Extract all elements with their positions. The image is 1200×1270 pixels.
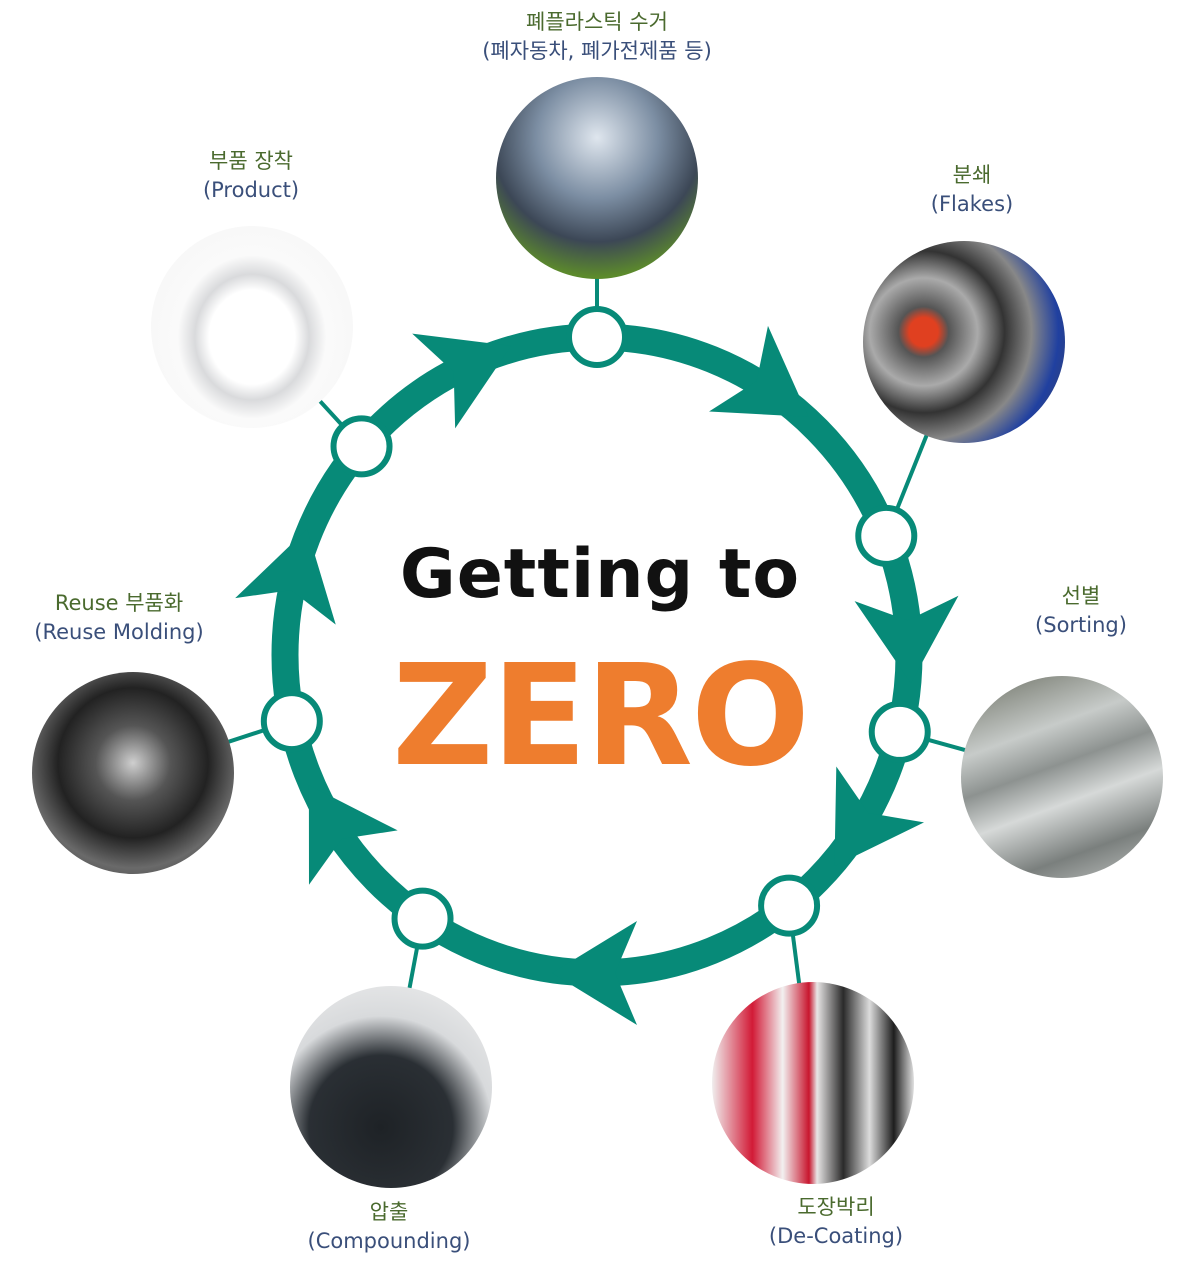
- step-node: [758, 874, 821, 937]
- label-en: (Flakes): [930, 192, 1014, 216]
- label-ko: 폐플라스틱 수거: [526, 10, 668, 34]
- arrowhead-icon: [235, 529, 336, 625]
- label-ko: Reuse 부품화: [54, 591, 184, 615]
- plastic-flakes-photo: [863, 241, 1065, 443]
- arrowhead-icon: [834, 766, 925, 867]
- title-getting-to: Getting to: [399, 535, 801, 614]
- label-ko: 도장박리: [797, 1195, 875, 1219]
- label-ko: 부품 장착: [209, 149, 293, 173]
- step-label-product: 부품 장착 (Product): [91, 147, 411, 205]
- label-ko: 압출: [369, 1200, 409, 1224]
- step-node: [260, 690, 323, 753]
- label-en: (Product): [202, 178, 300, 202]
- step-label-flakes: 분쇄 (Flakes): [812, 161, 1132, 219]
- pellets-photo: [290, 986, 492, 1188]
- step-node: [330, 415, 393, 478]
- label-en: (Compounding): [307, 1229, 471, 1253]
- label-ko: 분쇄: [952, 163, 992, 187]
- arrowhead-icon: [308, 785, 398, 885]
- step-label-reuse-molding: Reuse 부품화 (Reuse Molding): [0, 589, 279, 647]
- sorting-machine-photo: [961, 676, 1163, 878]
- scrapped-bumpers-photo: [496, 77, 698, 279]
- step-label-compounding: 압출 (Compounding): [229, 1198, 549, 1256]
- label-en: (Sorting): [1035, 613, 1127, 637]
- step-node: [566, 306, 628, 368]
- step-node: [868, 700, 931, 763]
- arrowhead-icon: [854, 595, 959, 684]
- arrowhead-icon: [412, 333, 512, 429]
- step-label-sorting: 선별 (Sorting): [921, 582, 1200, 640]
- arrowhead-icon: [552, 921, 637, 1025]
- step-label-decoating: 도장박리 (De-Coating): [676, 1193, 996, 1251]
- label-en: (Reuse Molding): [34, 620, 204, 644]
- label-ko: 선별: [1061, 584, 1101, 608]
- step-node: [391, 887, 454, 950]
- title-zero: ZERO: [392, 635, 810, 798]
- label-en: (폐자동차, 폐가전제품 등): [482, 39, 712, 63]
- step-label-collection: 폐플라스틱 수거 (폐자동차, 폐가전제품 등): [437, 8, 757, 66]
- step-node: [855, 504, 918, 567]
- label-en: (De-Coating): [768, 1224, 904, 1248]
- arrowhead-icon: [709, 325, 809, 417]
- white-car-photo: [151, 226, 353, 428]
- mold-machine-photo: [32, 672, 234, 874]
- decoated-pieces-photo: [712, 982, 914, 1184]
